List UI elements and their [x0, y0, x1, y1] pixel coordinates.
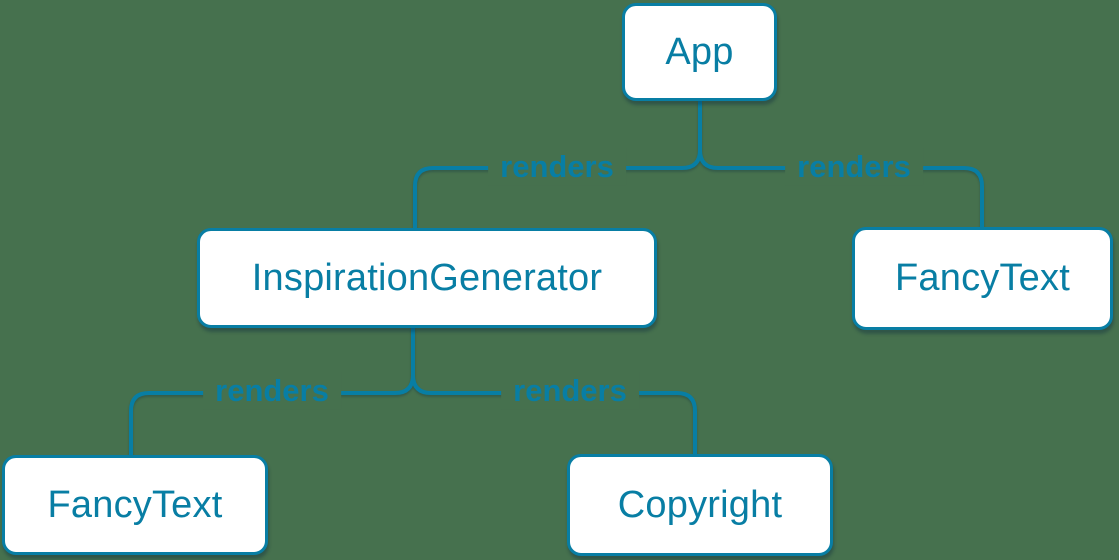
node-fancy-text-top: FancyText [852, 227, 1113, 330]
node-inspiration-generator: InspirationGenerator [197, 228, 657, 328]
node-inspiration-generator-label: InspirationGenerator [251, 256, 603, 299]
node-app: App [622, 3, 777, 101]
edge-label-renders-app-fancy-text: renders [785, 147, 923, 187]
node-copyright: Copyright [567, 454, 833, 556]
node-app-label: App [665, 30, 734, 73]
edge-label-renders-inspiration-generator-fancy-text: renders [203, 371, 341, 411]
node-fancy-text-top-label: FancyText [895, 257, 1070, 299]
edge-label-renders-inspiration-generator-copyright: renders [501, 371, 639, 411]
node-fancy-text-bottom-label: FancyText [47, 483, 223, 526]
edge-label-renders-app-inspiration-generator: renders [488, 147, 626, 187]
node-fancy-text-bottom: FancyText [2, 455, 268, 555]
node-copyright-label: Copyright [617, 483, 783, 526]
